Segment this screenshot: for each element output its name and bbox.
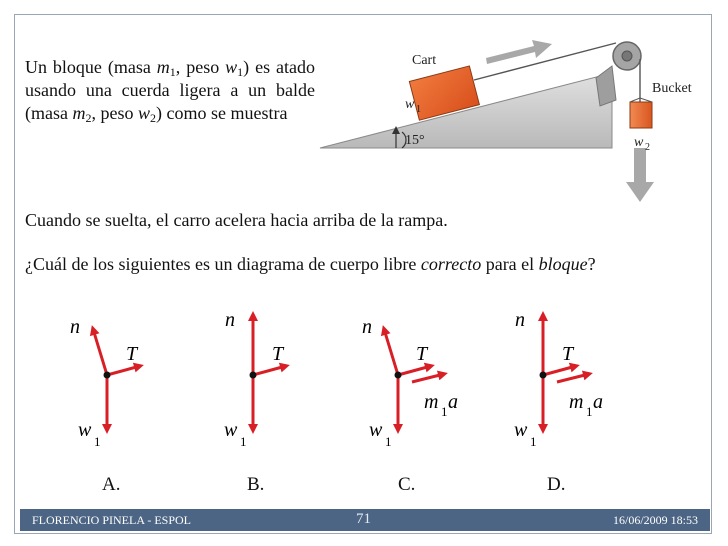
intro-paragraph: Un bloque (masa m1, peso w1) es atado us… (25, 56, 315, 125)
diagram-a-tension-arrow (106, 362, 144, 377)
intro-text-3: ) es atado usando una cuerda ligera a un… (25, 57, 316, 123)
footer-bar: FLORENCIO PINELA - ESPOL 71 16/06/2009 1… (20, 509, 710, 531)
intro-text-5: ) como se muestra (156, 103, 288, 123)
footer-author: FLORENCIO PINELA - ESPOL (32, 513, 192, 527)
m1-symbol: m (156, 57, 170, 77)
w2-symbol: w (137, 103, 150, 123)
cart-block (408, 65, 481, 121)
diagram-b-w-label: w (224, 419, 238, 441)
diagram-d-m-subscript: 1 (586, 404, 593, 419)
diagram-b-w-subscript: 1 (240, 434, 247, 449)
footer-page-number: 71 (356, 511, 371, 527)
footer-datetime: 16/06/2009 18:53 (612, 513, 698, 527)
bucket-block (629, 101, 653, 129)
intro-text-1: Un bloque (masa (25, 57, 157, 77)
slide-frame (14, 14, 712, 534)
question-part-1: ¿Cuál de los siguientes es un diagrama d… (25, 254, 421, 274)
diagram-c-w-subscript: 1 (385, 434, 392, 449)
w1-symbol: w (225, 57, 238, 77)
w1-subscript: 1 (237, 65, 244, 79)
diagram-b-n-label: n (225, 309, 235, 331)
option-a-label[interactable]: A. (102, 474, 121, 495)
diagram-c-a-label: a (448, 391, 458, 413)
diagram-a-n-label: n (70, 316, 80, 338)
diagram-b-t-label: T (272, 343, 285, 365)
rope-cart (473, 42, 617, 81)
diagram-b-tension-arrow (252, 362, 290, 377)
diagram-a-t-label: T (126, 343, 139, 365)
question-part-3: ? (587, 254, 596, 274)
incline-figure: Cart Bucket w 1 w 2 15° (319, 40, 692, 202)
question-part-2: para el (481, 254, 539, 274)
release-statement: Cuando se suelta, el carro acelera hacia… (25, 210, 448, 230)
w1-figure-subscript: 1 (416, 104, 421, 115)
angle-label: 15° (405, 133, 425, 148)
w2-figure-label: w (634, 135, 644, 150)
m1-subscript: 1 (169, 65, 176, 79)
diagram-d-ma-arrow (556, 370, 593, 384)
question-text: ¿Cuál de los siguientes es un diagrama d… (25, 252, 695, 277)
diagram-c: n T m 1 a w 1 (362, 316, 458, 449)
pulley-bracket (595, 65, 617, 107)
diagram-d: n T m 1 a w 1 (514, 309, 603, 449)
option-b-label[interactable]: B. (247, 474, 265, 495)
diagram-a: n T w 1 (70, 316, 144, 449)
m2-symbol: m (72, 103, 86, 123)
question-emphasis-correcto: correcto (420, 254, 482, 274)
diagram-c-ma-arrow (411, 370, 448, 384)
question-emphasis-bloque: bloque (538, 254, 588, 274)
w2-subscript: 2 (150, 111, 156, 125)
diagram-c-t-label: T (416, 343, 429, 365)
diagram-a-normal-arrow (89, 325, 109, 376)
diagram-d-a-label: a (593, 391, 603, 413)
diagram-d-n-label: n (515, 309, 525, 331)
intro-text-2: , peso (175, 57, 226, 77)
diagram-d-w-subscript: 1 (530, 434, 537, 449)
diagram-a-w-subscript: 1 (94, 434, 101, 449)
diagram-d-tension-arrow (542, 362, 580, 377)
diagram-c-tension-arrow (397, 362, 435, 377)
cart-motion-arrow (486, 40, 552, 64)
m2-subscript: 2 (85, 111, 92, 125)
diagram-c-w-label: w (369, 419, 383, 441)
intro-text-4: , peso (91, 103, 138, 123)
diagram-c-n-label: n (362, 316, 372, 338)
diagram-b: n T w 1 (224, 309, 290, 449)
bucket-label: Bucket (652, 81, 692, 96)
diagram-c-m-label: m (424, 391, 438, 413)
option-d-label[interactable]: D. (547, 474, 566, 495)
diagram-c-normal-arrow (380, 325, 400, 376)
w2-figure-subscript: 2 (645, 142, 650, 153)
option-c-label[interactable]: C. (398, 474, 416, 495)
pulley-axle (621, 50, 633, 62)
diagram-d-w-label: w (514, 419, 528, 441)
diagram-a-w-label: w (78, 419, 92, 441)
bucket-motion-arrow (626, 148, 654, 202)
diagram-d-m-label: m (569, 391, 583, 413)
cart-label: Cart (412, 53, 436, 68)
free-body-diagrams: n T w 1 n T w 1 n T m 1 a w (70, 309, 603, 449)
diagram-d-t-label: T (562, 343, 575, 365)
diagram-c-m-subscript: 1 (441, 404, 448, 419)
w1-figure-label: w (405, 97, 415, 112)
